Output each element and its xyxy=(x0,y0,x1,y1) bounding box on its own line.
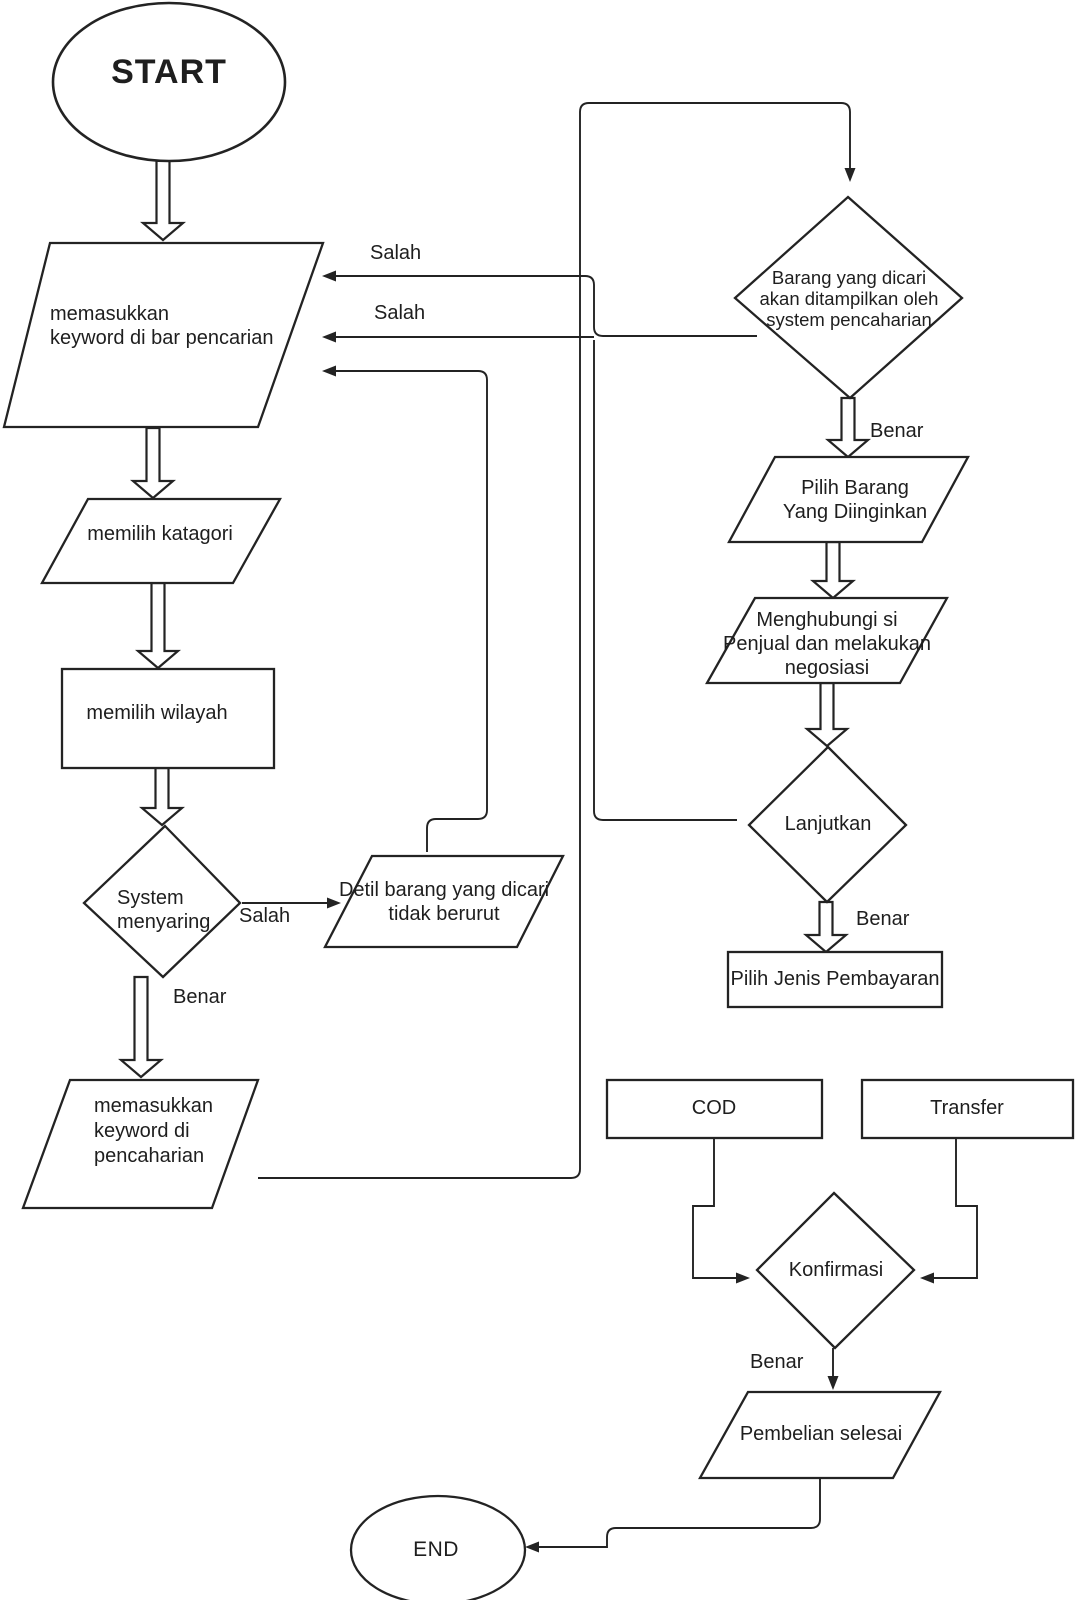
purchase-done-label: Pembelian selesai xyxy=(739,1423,903,1445)
block-arrow-region-to-filter xyxy=(139,766,185,827)
choose-region-shape xyxy=(60,667,276,770)
block-arrow-contact-to-continue xyxy=(804,681,850,748)
contact-seller-shape xyxy=(705,596,949,685)
block-arrow-filter-benar-down xyxy=(118,975,164,1079)
edge-label-benar-confirm: Benar xyxy=(750,1351,804,1373)
edge-label-benar-continue: Benar xyxy=(856,908,910,930)
contact-seller-label: Menghubungi si Penjual dan melakukan neg… xyxy=(723,609,931,679)
edge-done-to-end xyxy=(537,1478,821,1548)
cod-label: COD xyxy=(691,1097,737,1119)
payment-type-label: Pilih Jenis Pembayaran xyxy=(730,968,940,990)
choose-category-shape xyxy=(40,497,282,585)
edge-label-benar-filter: Benar xyxy=(173,986,227,1008)
block-arrow-input-to-category xyxy=(130,426,176,500)
continue-decision-label: Lanjutkan xyxy=(784,813,872,835)
edge-lanjutkan-salah-return-top xyxy=(334,275,757,337)
confirmation-diamond xyxy=(755,1191,916,1350)
arrowhead-left-top xyxy=(322,270,336,282)
choose-category-label: memilih katagori xyxy=(87,523,233,545)
purchase-done-shape xyxy=(698,1390,942,1480)
detail-not-ordered-label: Detil barang yang dicari tidak berurut xyxy=(338,879,550,925)
choose-region-label: memilih wilayah xyxy=(86,702,228,724)
start-node-label: START xyxy=(111,53,227,91)
system-filter-label: System menyaring xyxy=(117,887,211,933)
edge-lanjutkan-salah-vertical xyxy=(593,340,737,821)
arrowhead-into-items-diamond xyxy=(844,168,856,182)
input-keyword-search-shape xyxy=(21,1078,260,1210)
items-displayed-label: Barang yang dicari akan ditampilkan oleh… xyxy=(759,267,939,330)
items-displayed-diamond xyxy=(733,195,964,400)
arrowhead-left-mid xyxy=(322,331,336,343)
detail-not-ordered-shape xyxy=(323,854,565,949)
arrowhead-cod-confirm xyxy=(736,1272,750,1284)
arrowhead-into-detail xyxy=(327,897,341,909)
pick-item-shape xyxy=(727,455,970,544)
edge-label-salah-top: Salah xyxy=(370,242,422,264)
edge-label-salah-mid: Salah xyxy=(374,302,426,324)
end-terminator-shape xyxy=(349,1494,527,1600)
block-arrow-pick-to-contact xyxy=(810,540,856,600)
input-keyword-bar-shape xyxy=(2,241,325,429)
edge-search-to-items-diamond xyxy=(258,102,851,1179)
edge-label-benar-items: Benar xyxy=(870,420,924,442)
transfer-label: Transfer xyxy=(930,1097,1004,1119)
end-node-label: END xyxy=(413,1538,459,1561)
block-arrow-items-benar-down xyxy=(825,396,871,459)
block-arrow-start-to-input xyxy=(140,155,186,242)
block-arrow-category-to-region xyxy=(135,581,181,670)
system-filter-diamond xyxy=(82,824,242,979)
arrowhead-left-detail xyxy=(322,365,336,377)
transfer-shape xyxy=(860,1078,1075,1140)
edge-label-salah-filter: Salah xyxy=(239,905,291,927)
input-keyword-search-label: memasukkan keyword di pencaharian xyxy=(94,1095,213,1167)
edge-detail-return xyxy=(334,370,488,852)
edge-cod-to-confirmation xyxy=(692,1138,736,1279)
confirmation-label: Konfirmasi xyxy=(788,1259,884,1281)
edge-transfer-to-confirmation xyxy=(934,1138,978,1279)
arrowhead-into-end xyxy=(525,1541,539,1553)
cod-shape xyxy=(605,1078,824,1140)
pick-item-label: Pilih Barang Yang Diinginkan xyxy=(782,477,928,523)
arrowhead-transfer-confirm xyxy=(920,1272,934,1284)
block-arrow-continue-benar-down xyxy=(803,900,849,954)
start-terminator-shape xyxy=(51,1,287,163)
arrowhead-confirm-done xyxy=(827,1376,839,1390)
input-keyword-bar-label: memasukkan keyword di bar pencarian xyxy=(50,303,274,349)
continue-diamond xyxy=(747,745,908,904)
payment-type-shape xyxy=(726,950,944,1009)
